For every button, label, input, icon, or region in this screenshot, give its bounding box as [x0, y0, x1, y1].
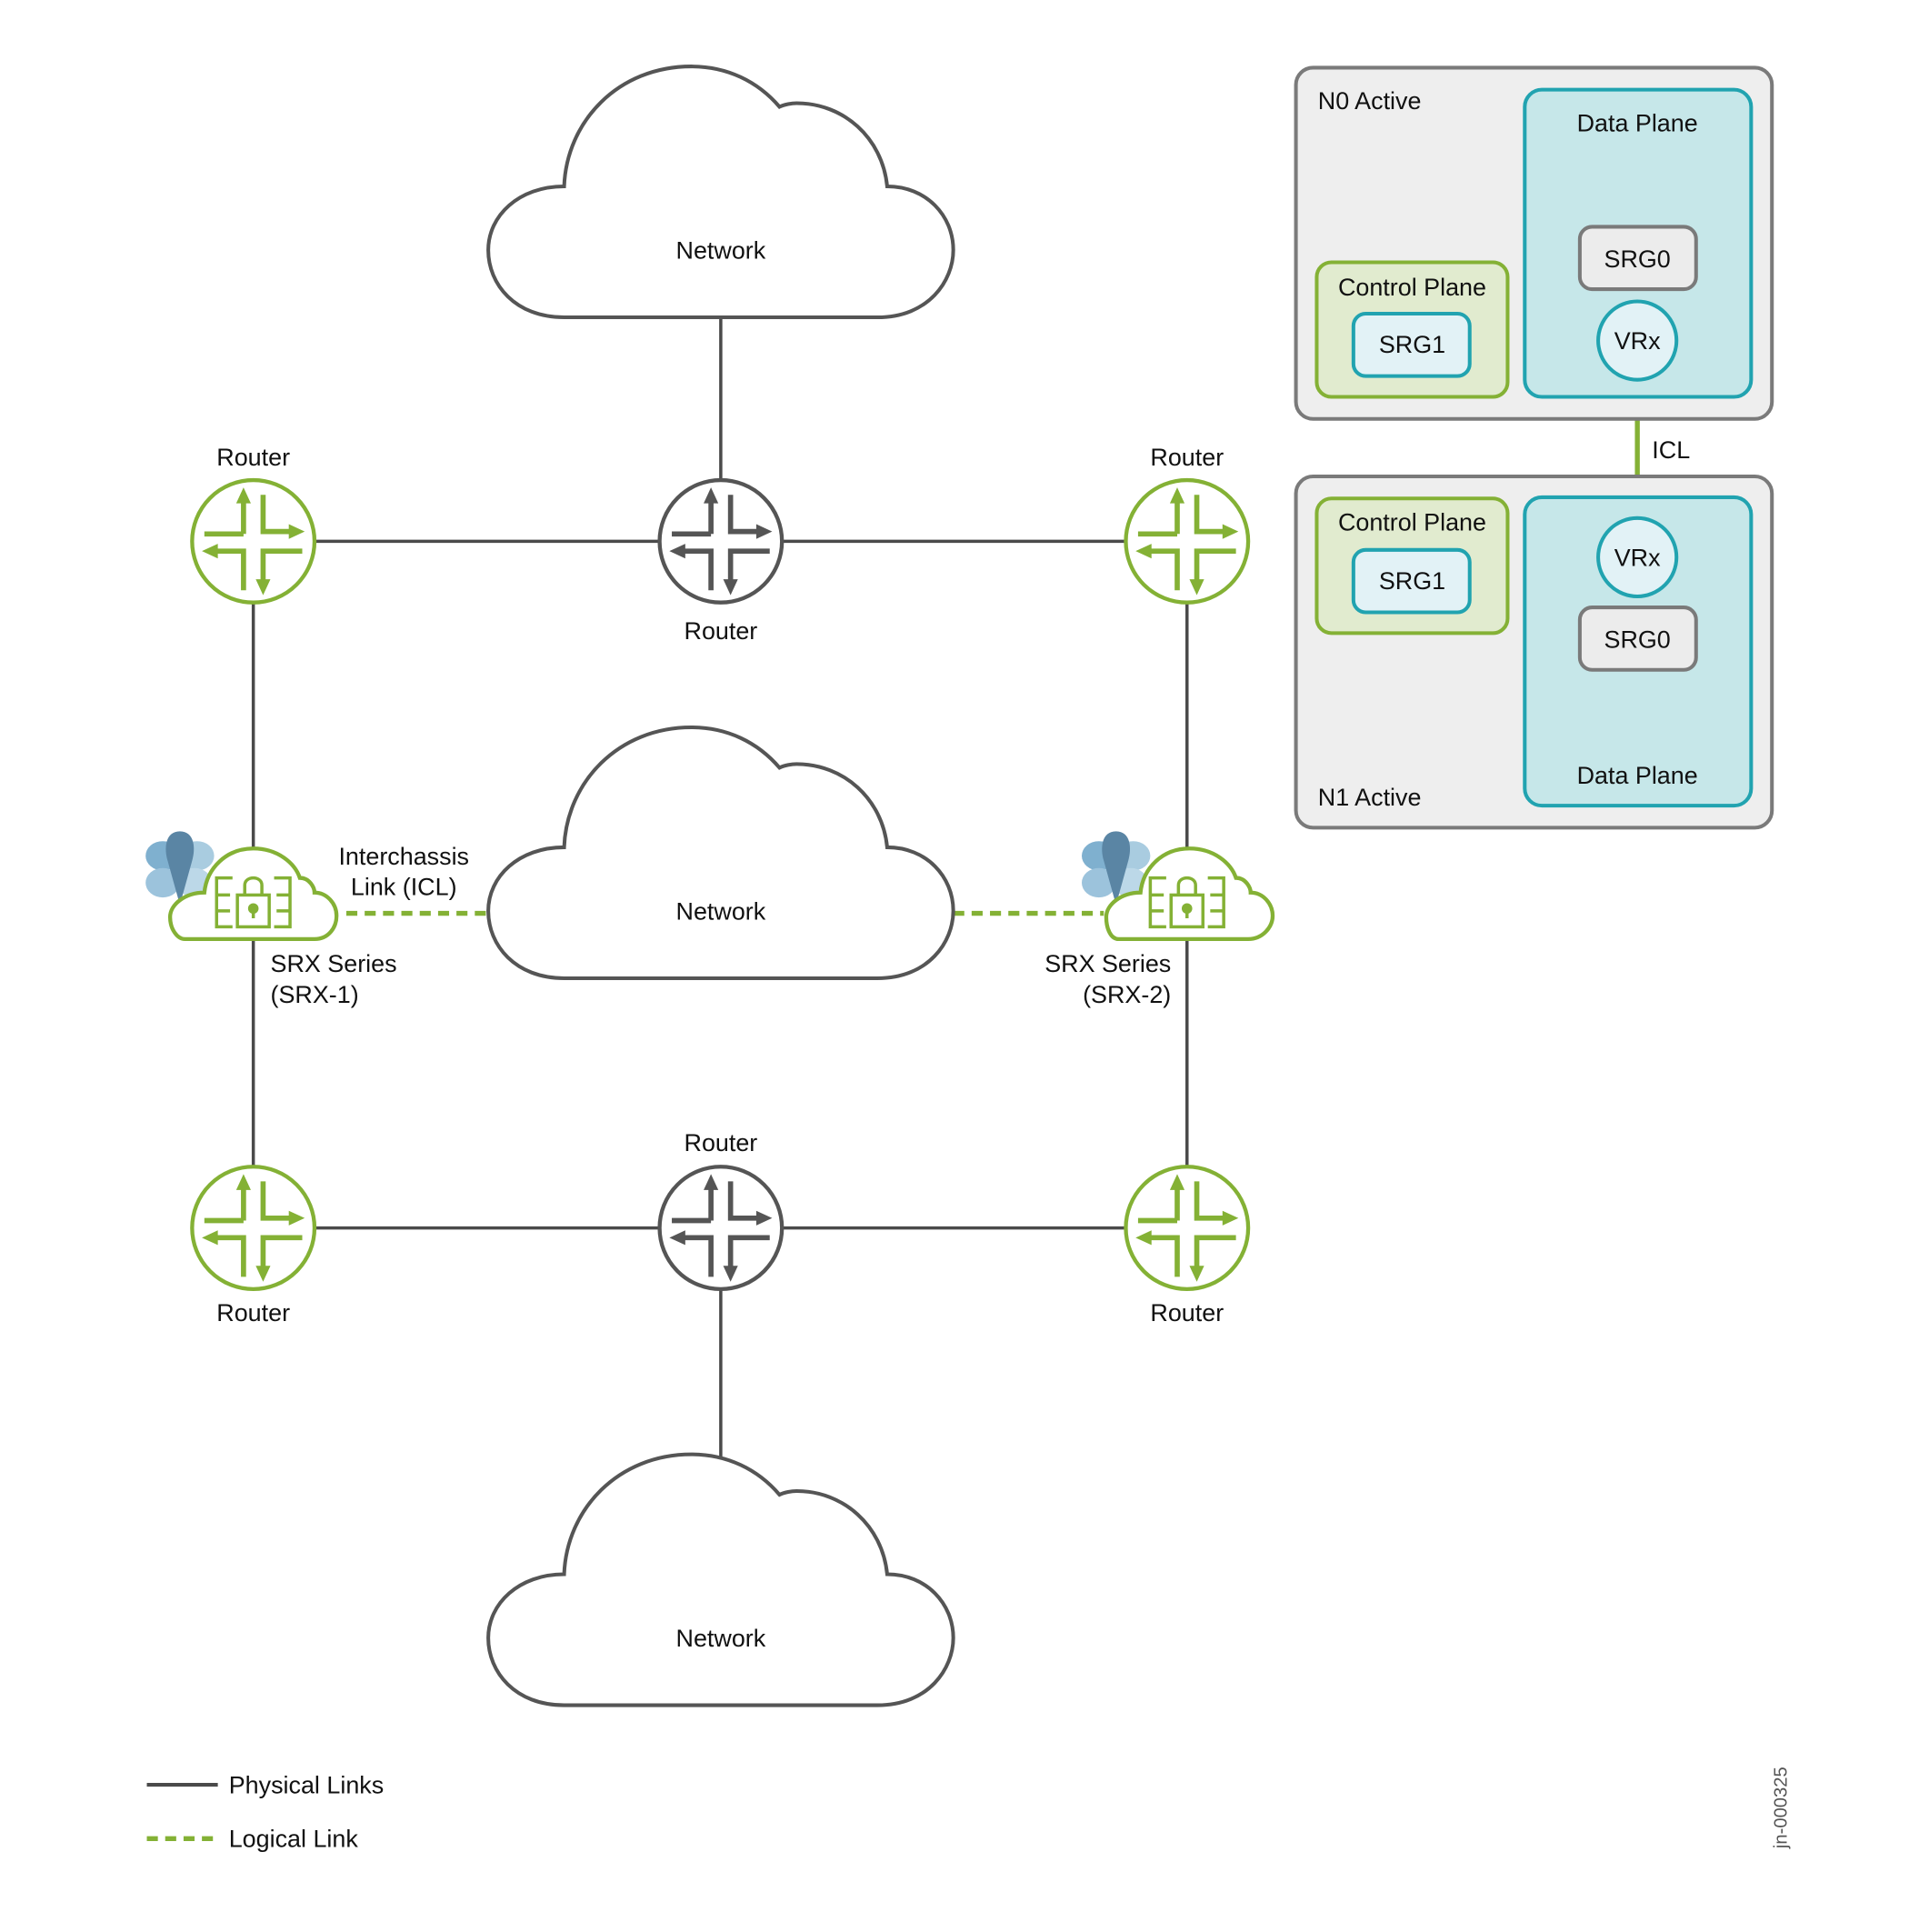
legend: Physical Links Logical Link [146, 1772, 384, 1853]
cloud-label: Network [676, 236, 766, 264]
router-icon [1124, 1165, 1251, 1292]
icl-label-line2: Link (ICL) [351, 873, 457, 900]
srg0-box[interactable] [1577, 225, 1698, 292]
node-n1-title: N1 Active [1318, 784, 1422, 811]
vrx-label: VRx [1614, 544, 1661, 571]
node-panel: ICL N0 Active Control Plane SRG1 Data Pl… [1294, 65, 1774, 830]
cloud-network-middle: Network [488, 727, 954, 978]
legend-physical-label: Physical Links [229, 1772, 384, 1799]
icl-label-line1: Interchassis [338, 843, 469, 870]
srx-label-line1: SRX Series [1044, 950, 1171, 977]
node-n0[interactable]: N0 Active Control Plane SRG1 Data Plane … [1294, 65, 1774, 421]
n0-control-plane[interactable]: Control Plane SRG1 [1314, 260, 1510, 399]
srx-2-device[interactable]: SRX Series (SRX-2) [1044, 831, 1275, 1008]
srg0-box[interactable] [1577, 606, 1698, 672]
juniper-logo-icon [145, 831, 215, 906]
router-bottom-right[interactable]: Router [1124, 1165, 1251, 1326]
srx-label-line1: SRX Series [271, 950, 397, 977]
srg1-box[interactable] [1351, 547, 1472, 615]
router-label: Router [216, 1299, 290, 1326]
data-plane-label: Data Plane [1577, 109, 1698, 136]
srg0-label: SRG0 [1604, 245, 1671, 273]
srg0-label: SRG0 [1604, 626, 1671, 654]
vrx-label: VRx [1614, 327, 1661, 355]
vrx-circle[interactable] [1596, 516, 1679, 598]
srg1-label: SRG1 [1379, 567, 1445, 595]
router-bottom-center[interactable]: Router [657, 1129, 785, 1292]
router-label: Router [1150, 1299, 1224, 1326]
cloud-network-top: Network [488, 66, 954, 317]
router-label: Router [1150, 444, 1224, 471]
legend-logical-label: Logical Link [229, 1826, 359, 1853]
node-icl-label: ICL [1652, 436, 1690, 464]
vrx-circle[interactable] [1596, 299, 1679, 382]
control-plane-label: Control Plane [1338, 274, 1486, 301]
router-top-left[interactable]: Router [190, 444, 317, 605]
router-label: Router [216, 444, 290, 471]
router-top-center[interactable]: Router [657, 477, 785, 645]
router-icon [657, 477, 785, 605]
srx-1-device[interactable]: SRX Series (SRX-1) [145, 831, 397, 1008]
node-n1[interactable]: N1 Active Control Plane SRG1 VRx SRG0 Da… [1294, 475, 1774, 830]
router-icon [1124, 477, 1251, 605]
router-bottom-left[interactable]: Router [190, 1165, 317, 1326]
juniper-logo-icon [1082, 831, 1151, 906]
node-n0-title: N0 Active [1318, 87, 1422, 115]
router-icon [657, 1165, 785, 1292]
router-icon [190, 1165, 317, 1292]
lock-icon [1148, 876, 1225, 929]
n0-data-plane[interactable]: Data Plane SRG0 VRx [1523, 87, 1754, 399]
cloud-network-bottom: Network [488, 1455, 954, 1706]
router-top-right[interactable]: Router [1124, 444, 1251, 605]
figure-id: jn-000325 [1771, 1767, 1791, 1849]
n1-data-plane[interactable]: VRx SRG0 Data Plane [1523, 495, 1754, 808]
lock-icon [215, 876, 292, 929]
n1-control-plane[interactable]: Control Plane SRG1 [1314, 496, 1510, 636]
data-plane-label: Data Plane [1577, 762, 1698, 789]
srg1-label: SRG1 [1379, 331, 1445, 358]
router-label: Router [685, 617, 758, 645]
srx-label-line2: (SRX-2) [1083, 981, 1171, 1008]
control-plane-label: Control Plane [1338, 508, 1486, 536]
router-label: Router [685, 1129, 758, 1156]
srx-label-line2: (SRX-1) [271, 981, 359, 1008]
router-icon [190, 477, 317, 605]
cloud-label: Network [676, 897, 766, 925]
srg1-box[interactable] [1351, 311, 1472, 378]
cloud-label: Network [676, 1625, 766, 1652]
